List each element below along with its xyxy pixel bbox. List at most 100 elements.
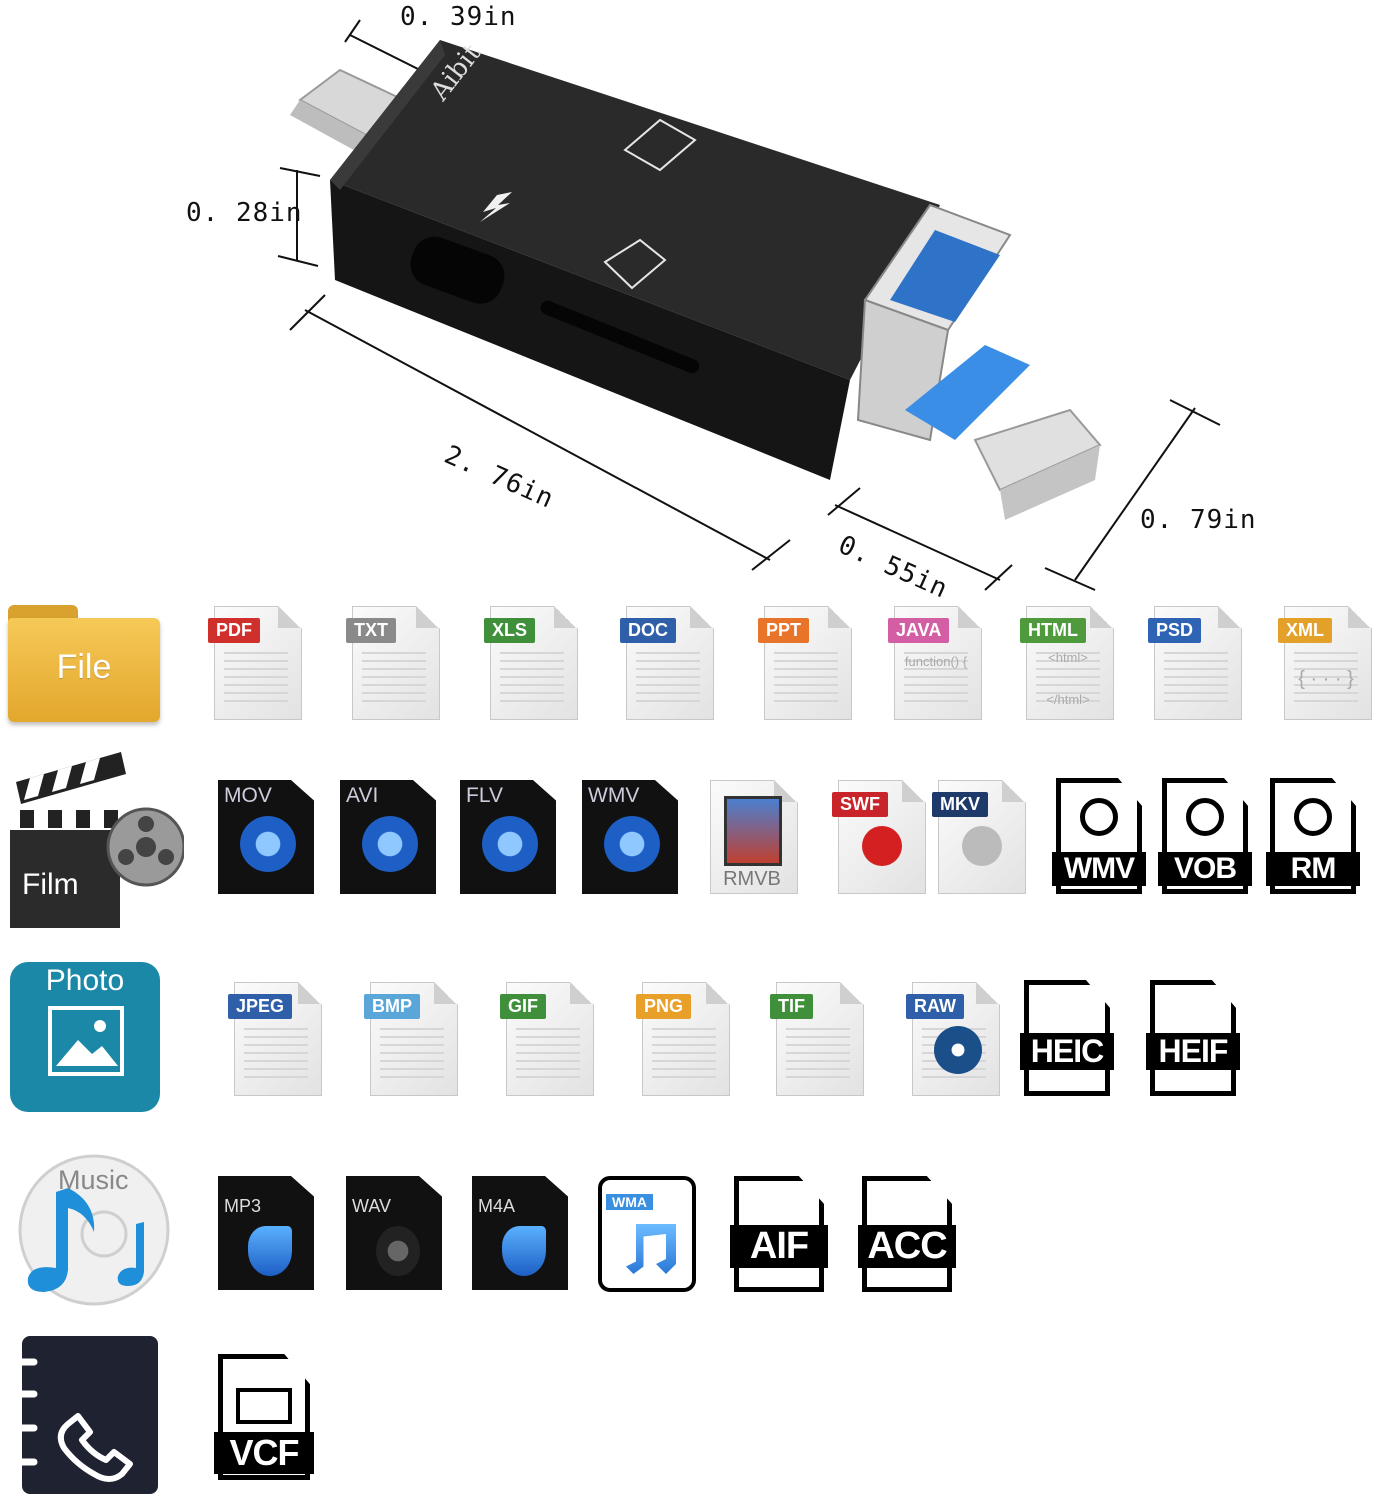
format-label: FLV xyxy=(466,784,503,807)
photo-icon-png: PNG xyxy=(636,978,736,1098)
format-label: AIF xyxy=(730,1225,828,1268)
play-badge-icon xyxy=(482,816,538,872)
music-note-icon xyxy=(626,1224,676,1274)
html-open-tag: <html> xyxy=(1048,650,1088,665)
page-fold xyxy=(902,780,924,802)
media-symbol-icon xyxy=(1294,798,1332,836)
audio-icon-aif: AIF xyxy=(730,1176,828,1292)
format-tag: SWF xyxy=(832,792,888,817)
video-icon-flv: FLV xyxy=(460,780,556,894)
reader-body xyxy=(330,40,940,480)
format-label: VOB xyxy=(1158,852,1252,886)
video-icon-avi: AVI xyxy=(340,780,436,894)
format-label: RM xyxy=(1266,852,1360,886)
format-tag: JPEG xyxy=(228,994,293,1019)
dimension-lines xyxy=(277,19,1221,591)
format-tag: WMA xyxy=(606,1194,653,1210)
photo-icon-heic: HEIC xyxy=(1020,980,1114,1096)
format-tag: HTML xyxy=(1020,618,1086,643)
file-icon-pdf: PDF xyxy=(208,602,308,722)
audio-icon-wav: WAV xyxy=(346,1176,442,1290)
dimension-connector-height: 0. 79in xyxy=(1140,505,1257,535)
format-tag: RAW xyxy=(906,994,964,1019)
video-icon-mkv: MKV xyxy=(932,776,1032,896)
page-fold xyxy=(840,982,862,1004)
video-icon-swf: SWF xyxy=(832,776,932,896)
contact-icon-vcf: VCF xyxy=(214,1354,314,1480)
video-icon-wmv-bw: WMV xyxy=(1052,778,1146,894)
text-lines xyxy=(362,652,426,702)
file-category-label: File xyxy=(56,648,112,686)
audio-icon-wma: WMA xyxy=(598,1176,696,1292)
product-diagram: 0. 39in 0. 28in 2. 76in 0. 55in 0. 79in … xyxy=(0,0,1383,605)
media-symbol-icon xyxy=(1080,798,1118,836)
format-label: HEIC xyxy=(1020,1033,1114,1070)
format-label: HEIF xyxy=(1146,1033,1240,1070)
format-label: MOV xyxy=(224,784,272,807)
film-category-label: Film xyxy=(22,868,79,901)
reel-icon xyxy=(962,826,1002,866)
page-fold xyxy=(554,606,576,628)
code-snippet: function() { xyxy=(904,654,968,669)
format-tag: PDF xyxy=(208,618,260,643)
audio-icon-acc: ACC xyxy=(858,1176,956,1292)
format-label: VCF xyxy=(214,1432,314,1474)
format-tag: DOC xyxy=(620,618,676,643)
aperture-icon xyxy=(934,1026,982,1074)
music-note-icon xyxy=(248,1226,292,1276)
text-lines xyxy=(516,1028,580,1078)
text-lines xyxy=(380,1028,444,1078)
format-tag: PPT xyxy=(758,618,810,643)
play-badge-icon xyxy=(362,816,418,872)
format-label: WMV xyxy=(588,784,640,807)
file-icon-ppt: PPT xyxy=(758,602,858,722)
charge-icon xyxy=(480,192,512,222)
music-category-label: Music xyxy=(58,1165,129,1195)
page-fold xyxy=(1348,606,1370,628)
audio-icon-mp3: MP3 xyxy=(218,1176,314,1290)
format-label: MP3 xyxy=(224,1196,262,1216)
format-tag: PNG xyxy=(636,994,692,1019)
text-lines xyxy=(1294,652,1358,702)
music-note-icon xyxy=(502,1226,546,1276)
flash-icon xyxy=(862,826,902,866)
contact-card-icon xyxy=(236,1388,292,1424)
text-lines xyxy=(904,652,968,702)
video-icon-wmv: WMV xyxy=(582,780,678,894)
page-fold xyxy=(690,606,712,628)
page-fold xyxy=(278,606,300,628)
play-badge-icon xyxy=(604,816,660,872)
play-badge-icon xyxy=(240,816,296,872)
photo-icon-tif: TIF xyxy=(770,978,870,1098)
card-reader-illustration xyxy=(277,19,1221,591)
text-lines xyxy=(224,652,288,702)
photo-icon-jpeg: JPEG xyxy=(228,978,328,1098)
format-label: ACC xyxy=(858,1225,956,1268)
dimension-height: 0. 28in xyxy=(186,198,303,228)
page-fold xyxy=(828,606,850,628)
page-fold xyxy=(416,606,438,628)
xml-braces: { · · · } xyxy=(1298,668,1354,690)
text-lines xyxy=(652,1028,716,1078)
page-fold xyxy=(434,982,456,1004)
photo-icon-bmp: BMP xyxy=(364,978,464,1098)
film-strip-icon xyxy=(724,796,782,866)
photo-icon-raw: RAW xyxy=(906,978,1006,1098)
video-icon-rmvb: RMVB xyxy=(704,776,804,896)
text-lines xyxy=(1164,652,1228,702)
format-tag: XLS xyxy=(484,618,536,643)
format-tag: XML xyxy=(1278,618,1332,643)
text-lines xyxy=(1036,652,1100,702)
micro-usb-connector xyxy=(973,408,1102,520)
usb-a-connector xyxy=(856,203,1030,442)
file-icon-txt: TXT xyxy=(346,602,446,722)
file-icon-html: HTML<html></html> xyxy=(1020,602,1120,722)
page-fold xyxy=(1218,606,1240,628)
text-lines xyxy=(244,1028,308,1078)
format-tag: GIF xyxy=(500,994,546,1019)
photo-category-label: Photo xyxy=(45,964,125,997)
file-icon-xls: XLS xyxy=(484,602,584,722)
text-lines xyxy=(774,652,838,702)
picture-icon xyxy=(48,1006,124,1076)
page-fold xyxy=(976,982,998,1004)
